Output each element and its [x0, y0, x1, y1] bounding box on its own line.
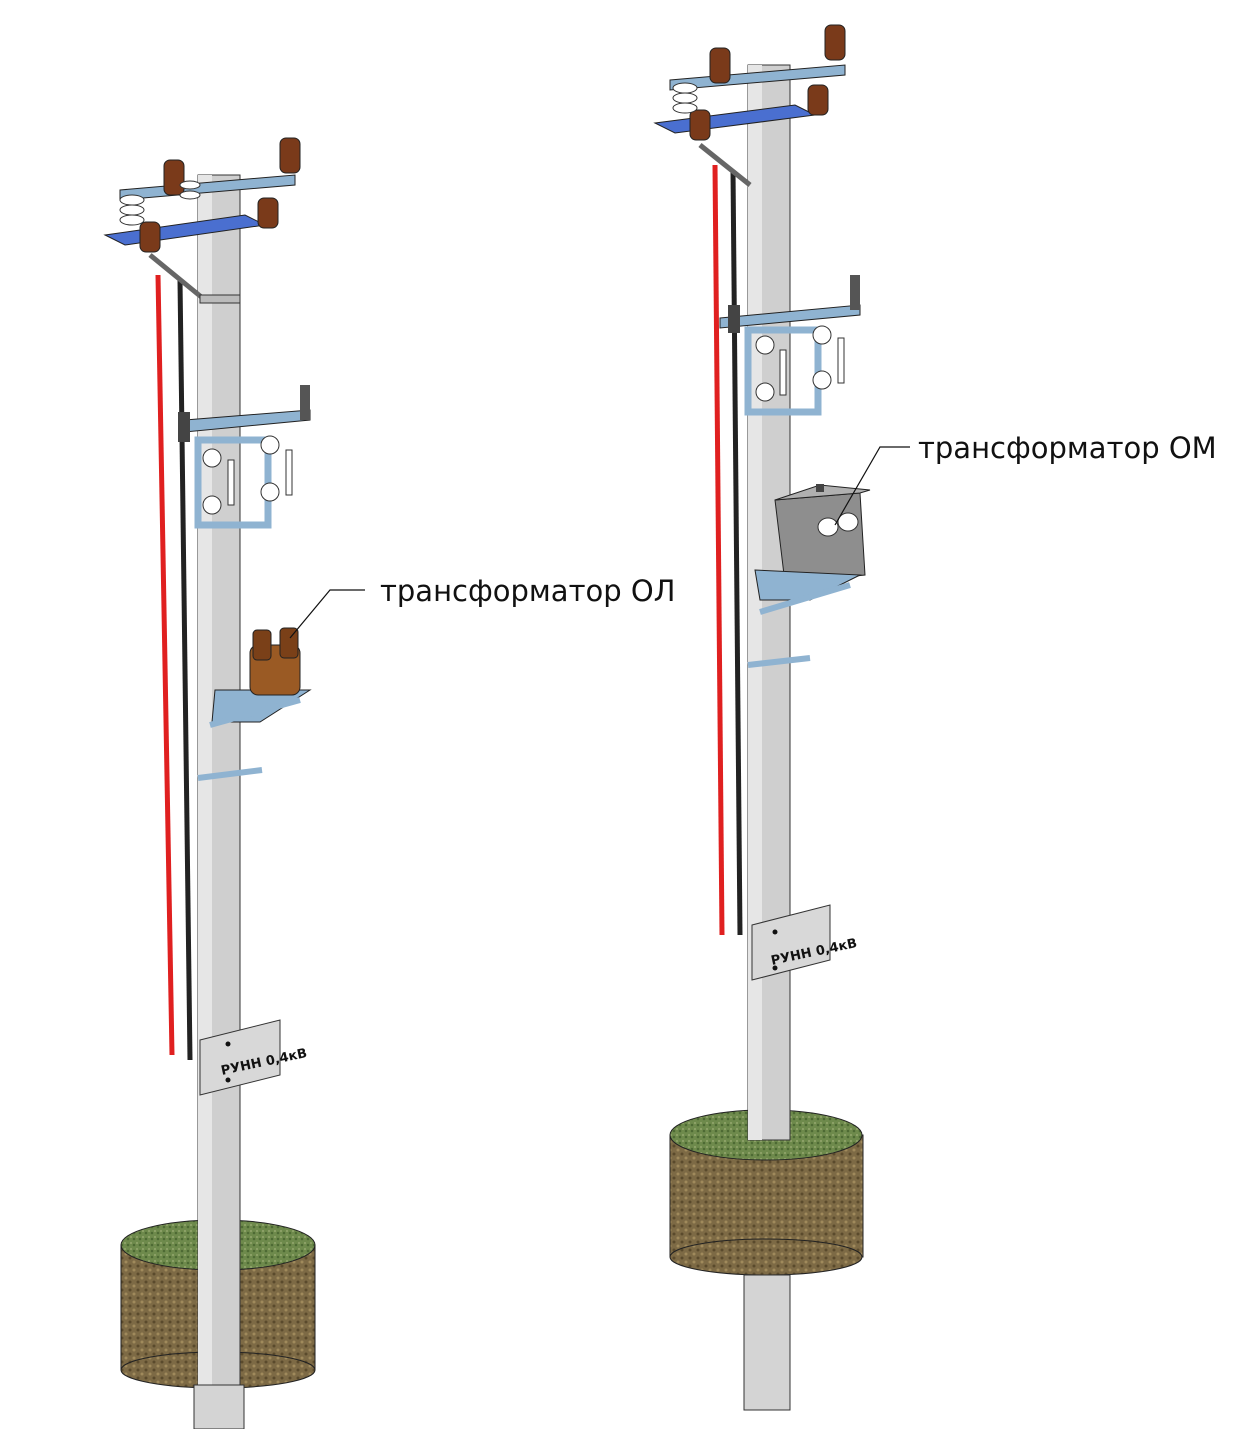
right-leader-line	[834, 446, 910, 526]
right-black-cable	[730, 169, 743, 936]
label-transformer-ol: трансформатор ОЛ	[380, 574, 676, 608]
left-runn-panel: РУНН 0,4кВ	[199, 1019, 309, 1096]
right-red-cable	[712, 164, 725, 936]
insulator-icon	[119, 180, 201, 226]
left-black-cable	[177, 279, 193, 1061]
left-fuse-bracket	[178, 385, 311, 529]
right-fuse-bracket	[719, 275, 861, 416]
surge-arrester-icon	[139, 137, 301, 253]
transformer-ol	[197, 627, 312, 781]
label-transformer-om: трансформатор ОМ	[918, 431, 1217, 465]
right-top-crossarm	[653, 24, 846, 187]
left-pole-assembly: РУНН 0,4кВ	[103, 137, 365, 1429]
left-red-cable	[155, 274, 175, 1056]
left-leader-line	[289, 589, 365, 639]
left-top-crossarm	[103, 137, 301, 304]
right-pole-assembly: РУНН 0,4кВ	[653, 24, 910, 1411]
right-runn-panel: РУНН 0,4кВ	[751, 904, 859, 981]
transformer-om	[747, 484, 871, 668]
